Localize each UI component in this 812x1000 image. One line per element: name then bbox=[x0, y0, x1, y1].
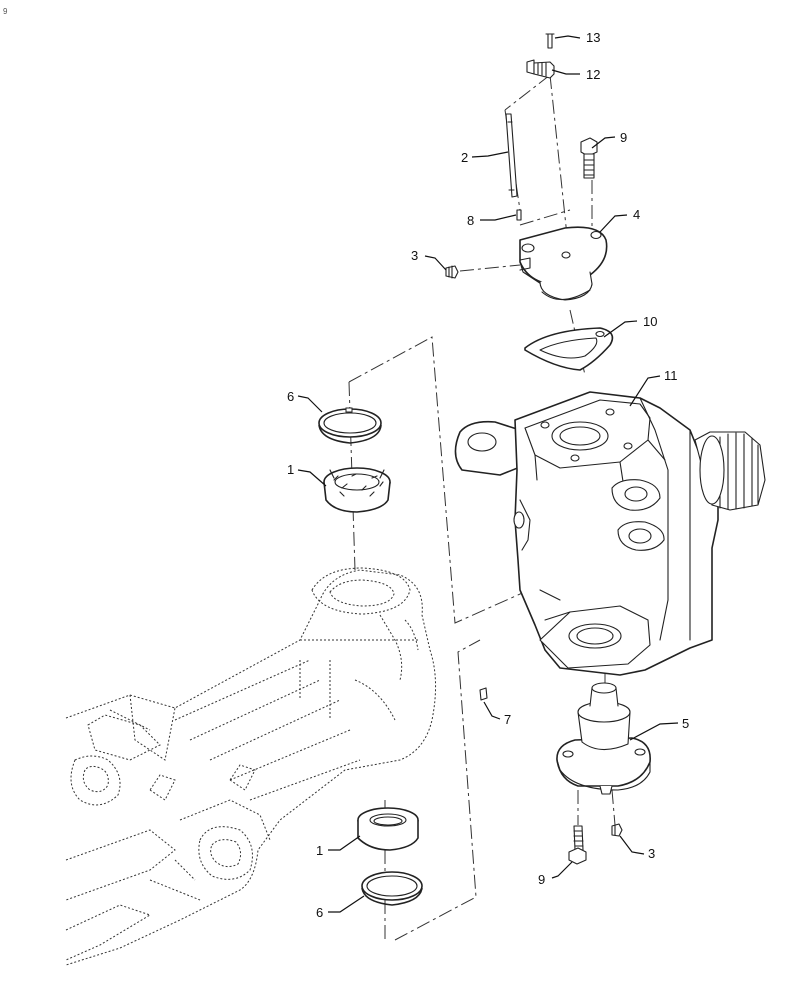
callout-8: 8 bbox=[467, 213, 474, 228]
part-7-fitting bbox=[479, 687, 488, 701]
leader-lines bbox=[297, 35, 679, 913]
part-3-fitting-lower bbox=[611, 823, 623, 837]
part-13-pin bbox=[545, 33, 555, 49]
part-3-fitting-top bbox=[445, 265, 459, 279]
part-8-pin bbox=[516, 209, 522, 221]
callout-10: 10 bbox=[643, 314, 657, 329]
axle-housing bbox=[65, 567, 437, 966]
callout-1-upper: 1 bbox=[287, 462, 294, 477]
part-6-seal-upper bbox=[318, 407, 382, 444]
callout-4: 4 bbox=[633, 207, 640, 222]
callout-13: 13 bbox=[586, 30, 600, 45]
callout-2: 2 bbox=[461, 150, 468, 165]
part-1-bearing-lower bbox=[357, 807, 419, 851]
callout-3-lower: 3 bbox=[648, 846, 655, 861]
part-6-seal-lower bbox=[361, 871, 423, 906]
part-4-top-cap bbox=[519, 226, 608, 301]
callout-9-lower: 9 bbox=[538, 872, 545, 887]
part-11-steering-knuckle bbox=[454, 391, 766, 676]
part-2-rod bbox=[505, 113, 518, 198]
callout-1-lower: 1 bbox=[316, 843, 323, 858]
callout-12: 12 bbox=[586, 67, 600, 82]
part-12-fitting bbox=[526, 59, 555, 79]
callout-6-lower: 6 bbox=[316, 905, 323, 920]
callout-labels: 13 12 9 2 8 4 3 10 11 6 1 7 5 1 3 9 6 bbox=[287, 30, 689, 920]
part-5-lower-cap bbox=[556, 682, 651, 795]
part-10-shim bbox=[524, 327, 614, 371]
callout-3-top: 3 bbox=[411, 248, 418, 263]
callout-5: 5 bbox=[682, 716, 689, 731]
callout-11: 11 bbox=[664, 368, 678, 383]
part-9-bolt-lower bbox=[568, 825, 587, 865]
callout-6-upper: 6 bbox=[287, 389, 294, 404]
callout-9-top: 9 bbox=[620, 130, 627, 145]
part-1-bearing-upper bbox=[323, 467, 391, 513]
page-number: 9 bbox=[3, 7, 8, 16]
callout-7: 7 bbox=[504, 712, 511, 727]
part-9-bolt-top bbox=[580, 137, 598, 179]
